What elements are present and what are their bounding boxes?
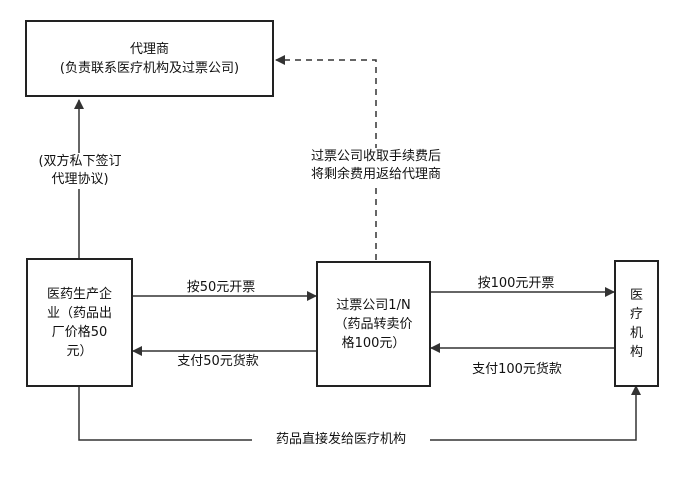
agent-node: 代理商 (负责联系医疗机构及过票公司) <box>25 20 274 97</box>
manufacturer-node-text: 医药生产企 业（药品出 厂价格50 元） <box>46 286 112 359</box>
label-direct-ship: 药品直接发给医疗机构 <box>252 431 430 449</box>
agent-node-text: 代理商 (负责联系医疗机构及过票公司) <box>59 41 240 76</box>
label-pay-50: 支付50元货款 <box>177 354 259 369</box>
ticket-company-node-text: 过票公司1/N （药品转卖价 格100元） <box>334 297 413 351</box>
label-invoice-50: 按50元开票 <box>186 280 256 295</box>
hospital-node-text: 医 疗 机 构 <box>629 287 643 360</box>
label-agreement: (双方私下签订 代理协议) <box>30 153 130 189</box>
label-pay-100: 支付100元货款 <box>472 362 562 377</box>
label-invoice-100: 按100元开票 <box>477 276 555 291</box>
hospital-node: 医 疗 机 构 <box>614 260 659 387</box>
label-fee-return: 过票公司收取手续费后 将剩余费用返给代理商 <box>296 148 456 184</box>
ticket-company-node: 过票公司1/N （药品转卖价 格100元） <box>316 261 431 387</box>
manufacturer-node: 医药生产企 业（药品出 厂价格50 元） <box>26 258 133 387</box>
arrow-fee-return <box>275 55 377 260</box>
